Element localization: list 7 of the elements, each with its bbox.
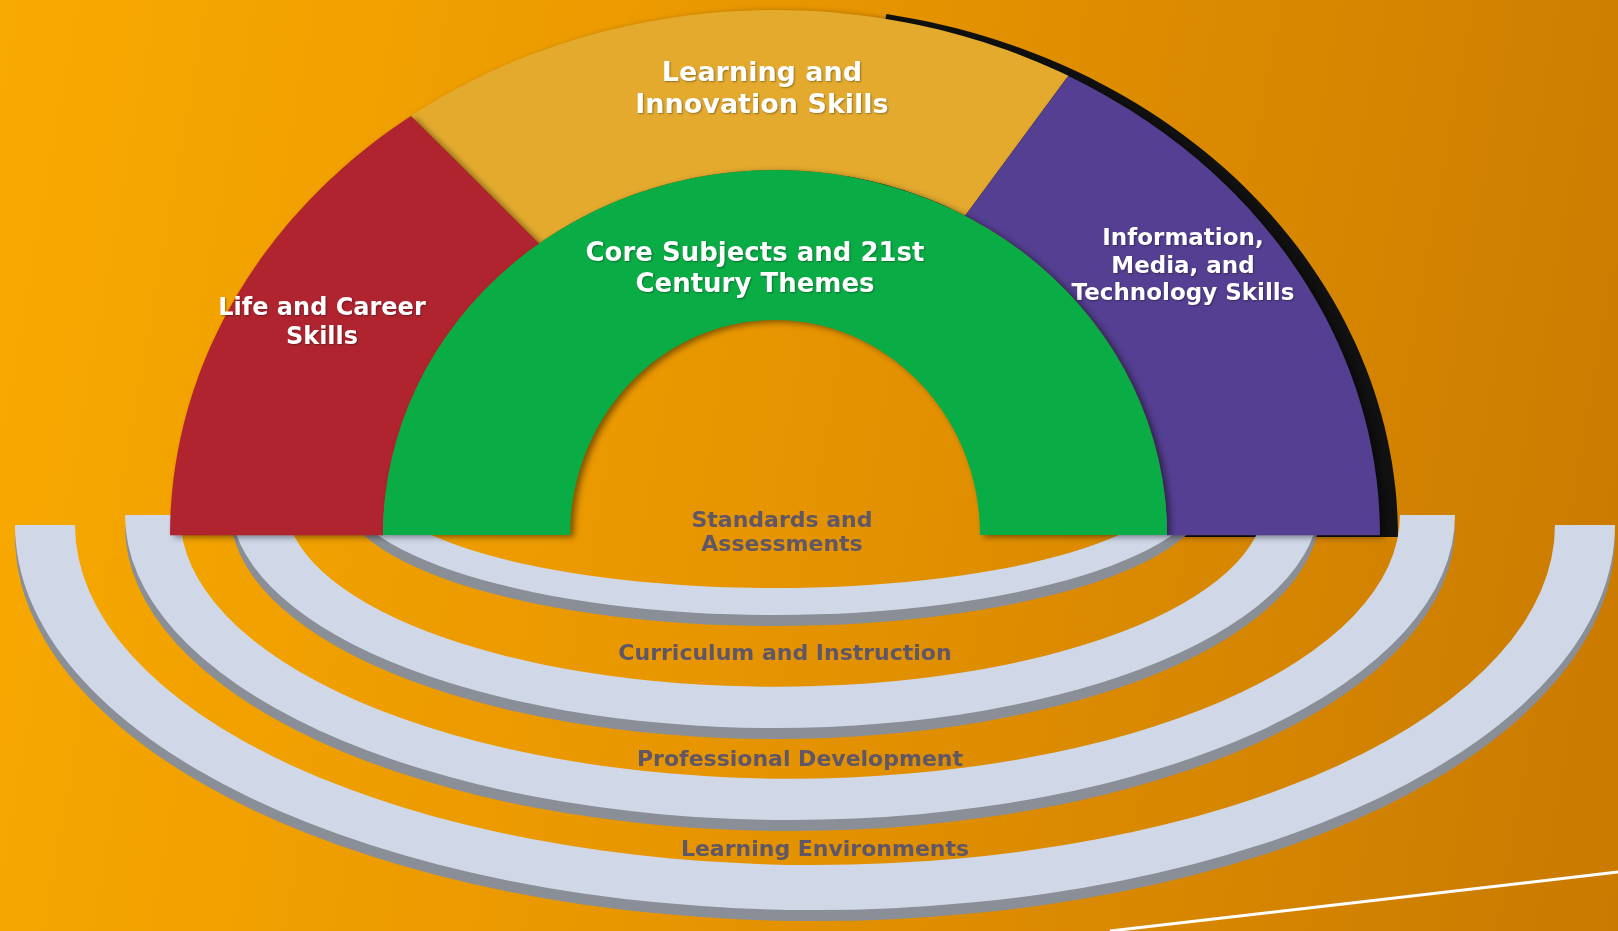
segment-label: Core Subjects and 21st Century Themes bbox=[584, 236, 926, 300]
ring-label: Standards and Assessments bbox=[690, 507, 874, 557]
segment-label: Learning and Innovation Skills bbox=[634, 55, 890, 121]
ring-label: Curriculum and Instruction bbox=[617, 640, 953, 666]
ring-label: Learning Environments bbox=[679, 836, 971, 862]
ring-label: Professional Development bbox=[636, 746, 964, 772]
segment-label: Information, Media, and Technology Skills bbox=[1070, 223, 1296, 307]
